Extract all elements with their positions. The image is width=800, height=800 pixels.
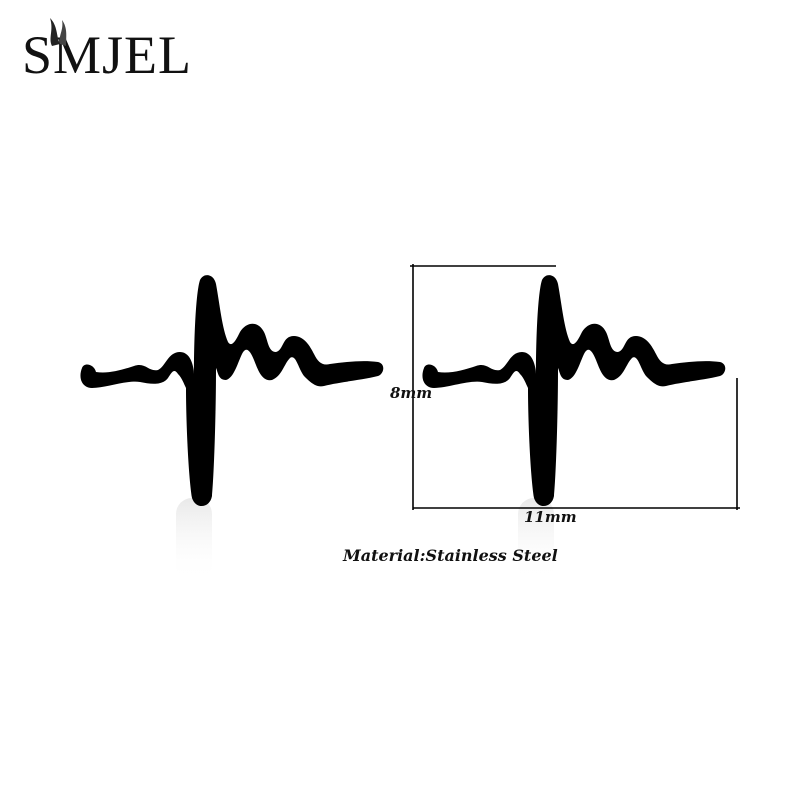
height-dimension-label: 8mm: [390, 384, 433, 402]
right-earring-reflection: [518, 498, 554, 582]
dimension-lines: [410, 264, 740, 510]
right-earring: [422, 275, 726, 507]
left-earring: [80, 275, 384, 507]
brand-flame-icon: [50, 18, 67, 46]
brand-logo: SMJEL: [22, 25, 193, 85]
left-earring-reflection: [176, 498, 212, 582]
material-label: Material:Stainless Steel: [343, 546, 558, 565]
width-dimension-label: 11mm: [524, 508, 577, 526]
